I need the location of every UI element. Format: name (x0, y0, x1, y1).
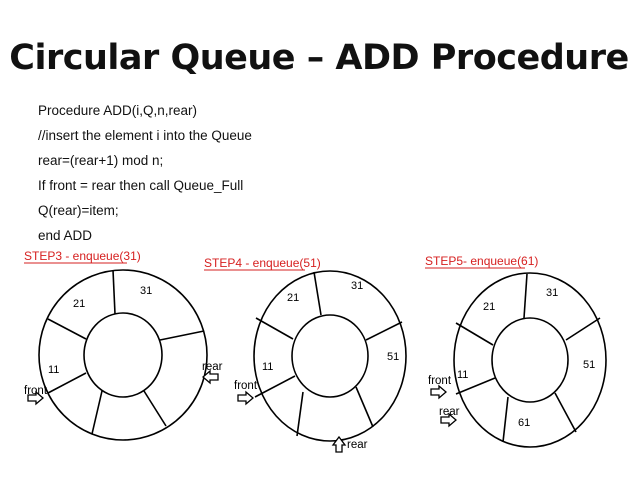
step4-front-arrow-icon (237, 391, 254, 405)
step5-rear-label: rear (439, 406, 460, 418)
step3-ring (38, 269, 208, 441)
step4-front-label: front (234, 380, 258, 392)
procedure-code: Procedure ADD(i,Q,n,rear) //insert the e… (38, 102, 252, 252)
step4-slot-value: 21 (287, 292, 299, 304)
step3-rear-label: rear (202, 361, 223, 373)
step4-rear-label: rear (347, 439, 368, 451)
step4-slot-value: 51 (387, 351, 399, 363)
step3-diagram: STEP3 - enqueue(31) 31 21 11 front rear (24, 249, 223, 441)
step5-slot-value: 51 (583, 359, 595, 371)
step3-label: STEP3 - enqueue(31) (24, 249, 141, 263)
step4-ring (253, 270, 407, 442)
step5-slot-value: 31 (546, 287, 558, 299)
code-line: rear=(rear+1) mod n; (38, 153, 164, 168)
step4-diagram: STEP4 - enqueue(51) 31 51 21 11 front re… (204, 256, 407, 453)
code-line: Q(rear)=item; (38, 203, 119, 218)
step4-slot-value: 31 (351, 280, 363, 292)
code-line: If front = rear then call Queue_Full (38, 178, 244, 193)
step3-slot-value: 31 (140, 285, 152, 297)
code-line: Procedure ADD(i,Q,n,rear) (38, 103, 198, 118)
step5-slot-value: 11 (457, 369, 468, 381)
step5-front-label: front (428, 375, 452, 387)
step5-diagram: STEP5- enqueue(61) 31 51 61 21 11 front … (425, 254, 607, 448)
step3-slot-value: 21 (73, 298, 85, 310)
step5-slot-value: 61 (518, 417, 530, 429)
slide-title: Circular Queue – ADD Procedure (9, 38, 629, 78)
step3-front-label: front (24, 385, 48, 397)
step5-front-arrow-icon (430, 385, 447, 399)
step5-label: STEP5- enqueue(61) (425, 254, 538, 268)
code-line: //insert the element i into the Queue (38, 128, 252, 143)
step3-slot-value: 11 (48, 364, 59, 376)
step4-slot-value: 11 (262, 361, 273, 373)
step5-ring (453, 272, 607, 448)
step4-label: STEP4 - enqueue(51) (204, 256, 321, 270)
step5-slot-value: 21 (483, 301, 495, 313)
code-line: end ADD (38, 228, 93, 243)
